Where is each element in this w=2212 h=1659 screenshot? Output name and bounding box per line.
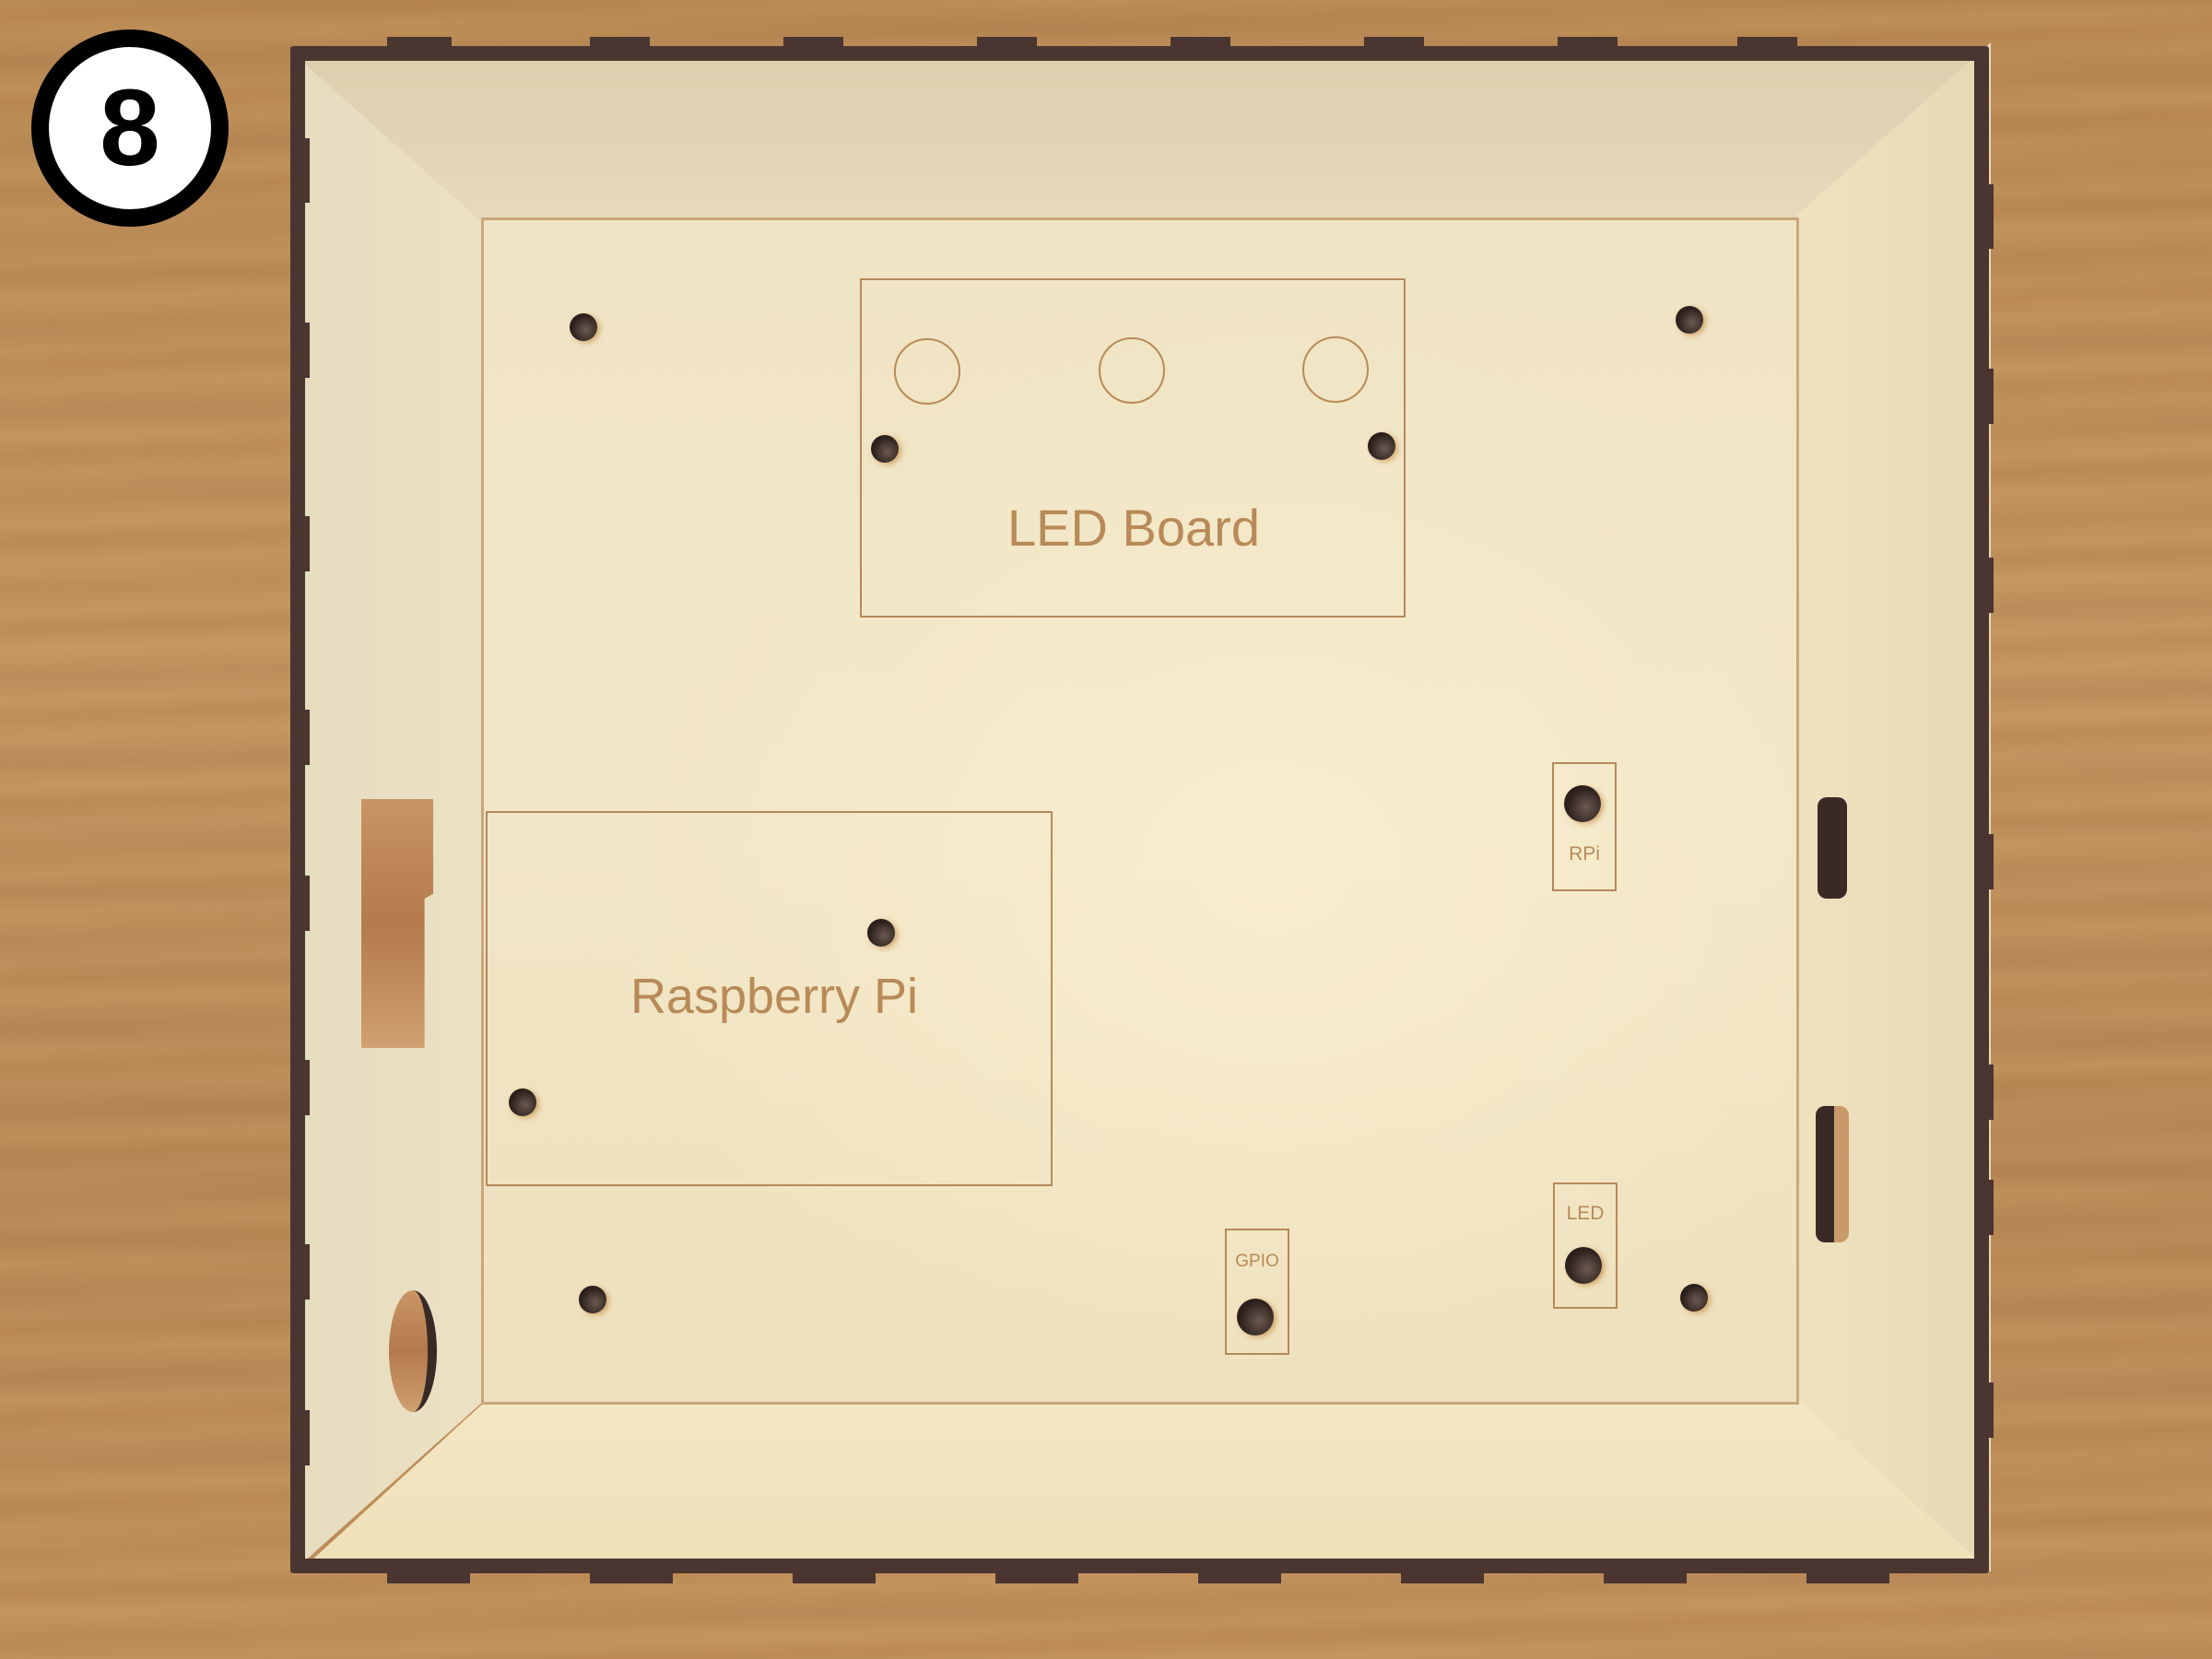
finger-joint [293,516,310,571]
top-wall [293,53,1987,229]
finger-joint [293,710,310,765]
finger-joint [783,37,843,57]
finger-joint [293,1244,310,1300]
finger-joint [293,323,310,378]
mounting-hole [867,919,895,947]
rpi-standoff-outline [1552,762,1617,891]
burned-rim-edge [290,46,1989,1573]
led-ring-3 [1302,336,1369,403]
finger-joint [1604,1567,1687,1583]
mounting-hole [570,313,597,341]
gpio-hole [1237,1299,1274,1335]
finger-joint [293,138,310,203]
led-label: LED [1566,1203,1605,1224]
mounting-hole [1680,1284,1708,1312]
finger-joint [793,1567,876,1583]
mounting-hole [871,435,899,463]
finger-joint [590,1567,673,1583]
finger-joint [293,1060,310,1115]
finger-joint [1977,558,1994,613]
wall-slot-lower [1816,1106,1849,1242]
finger-joint [293,876,310,931]
rpi-label: RPi [1569,843,1600,865]
led-ring-1 [894,338,960,405]
led-hole [1565,1247,1602,1284]
raspberry-pi-outline [486,811,1053,1186]
finger-joint [1977,1065,1994,1120]
led-board-label: LED Board [1007,499,1260,557]
gpio-standoff-outline [1225,1229,1289,1355]
gpio-label: GPIO [1235,1252,1279,1271]
rpi-hole [1564,785,1601,822]
finger-joint [387,37,452,57]
finger-joint [1737,37,1797,57]
finger-joint [1977,1382,1994,1438]
finger-joint [1977,1180,1994,1235]
mounting-hole [1368,432,1395,460]
step-number: 8 [100,67,160,189]
finger-joint [1198,1567,1281,1583]
mounting-hole [509,1088,536,1116]
finger-joint [1977,184,1994,249]
led-standoff-outline [1553,1182,1618,1309]
finger-joint [1977,369,1994,424]
led-ring-2 [1099,337,1165,404]
finger-joint [1806,1567,1889,1583]
wall-slot-upper [1818,797,1847,899]
finger-joint [1364,37,1424,57]
led-board-outline [860,278,1406,618]
finger-joint [387,1567,470,1583]
finger-joint [293,1410,310,1465]
finger-joint [1977,834,1994,889]
finger-joint [1171,37,1230,57]
bottom-wall [300,1396,1991,1571]
usb-port-cutout [361,799,433,1048]
mounting-hole [579,1286,606,1313]
finger-joint [1558,37,1618,57]
finger-joint [1401,1567,1484,1583]
finger-joint [590,37,650,57]
mounting-hole [1676,306,1703,334]
finger-joint [995,1567,1078,1583]
round-port-cutout [389,1290,437,1412]
raspberry-pi-label: Raspberry Pi [629,969,919,1024]
finger-joint [977,37,1037,57]
